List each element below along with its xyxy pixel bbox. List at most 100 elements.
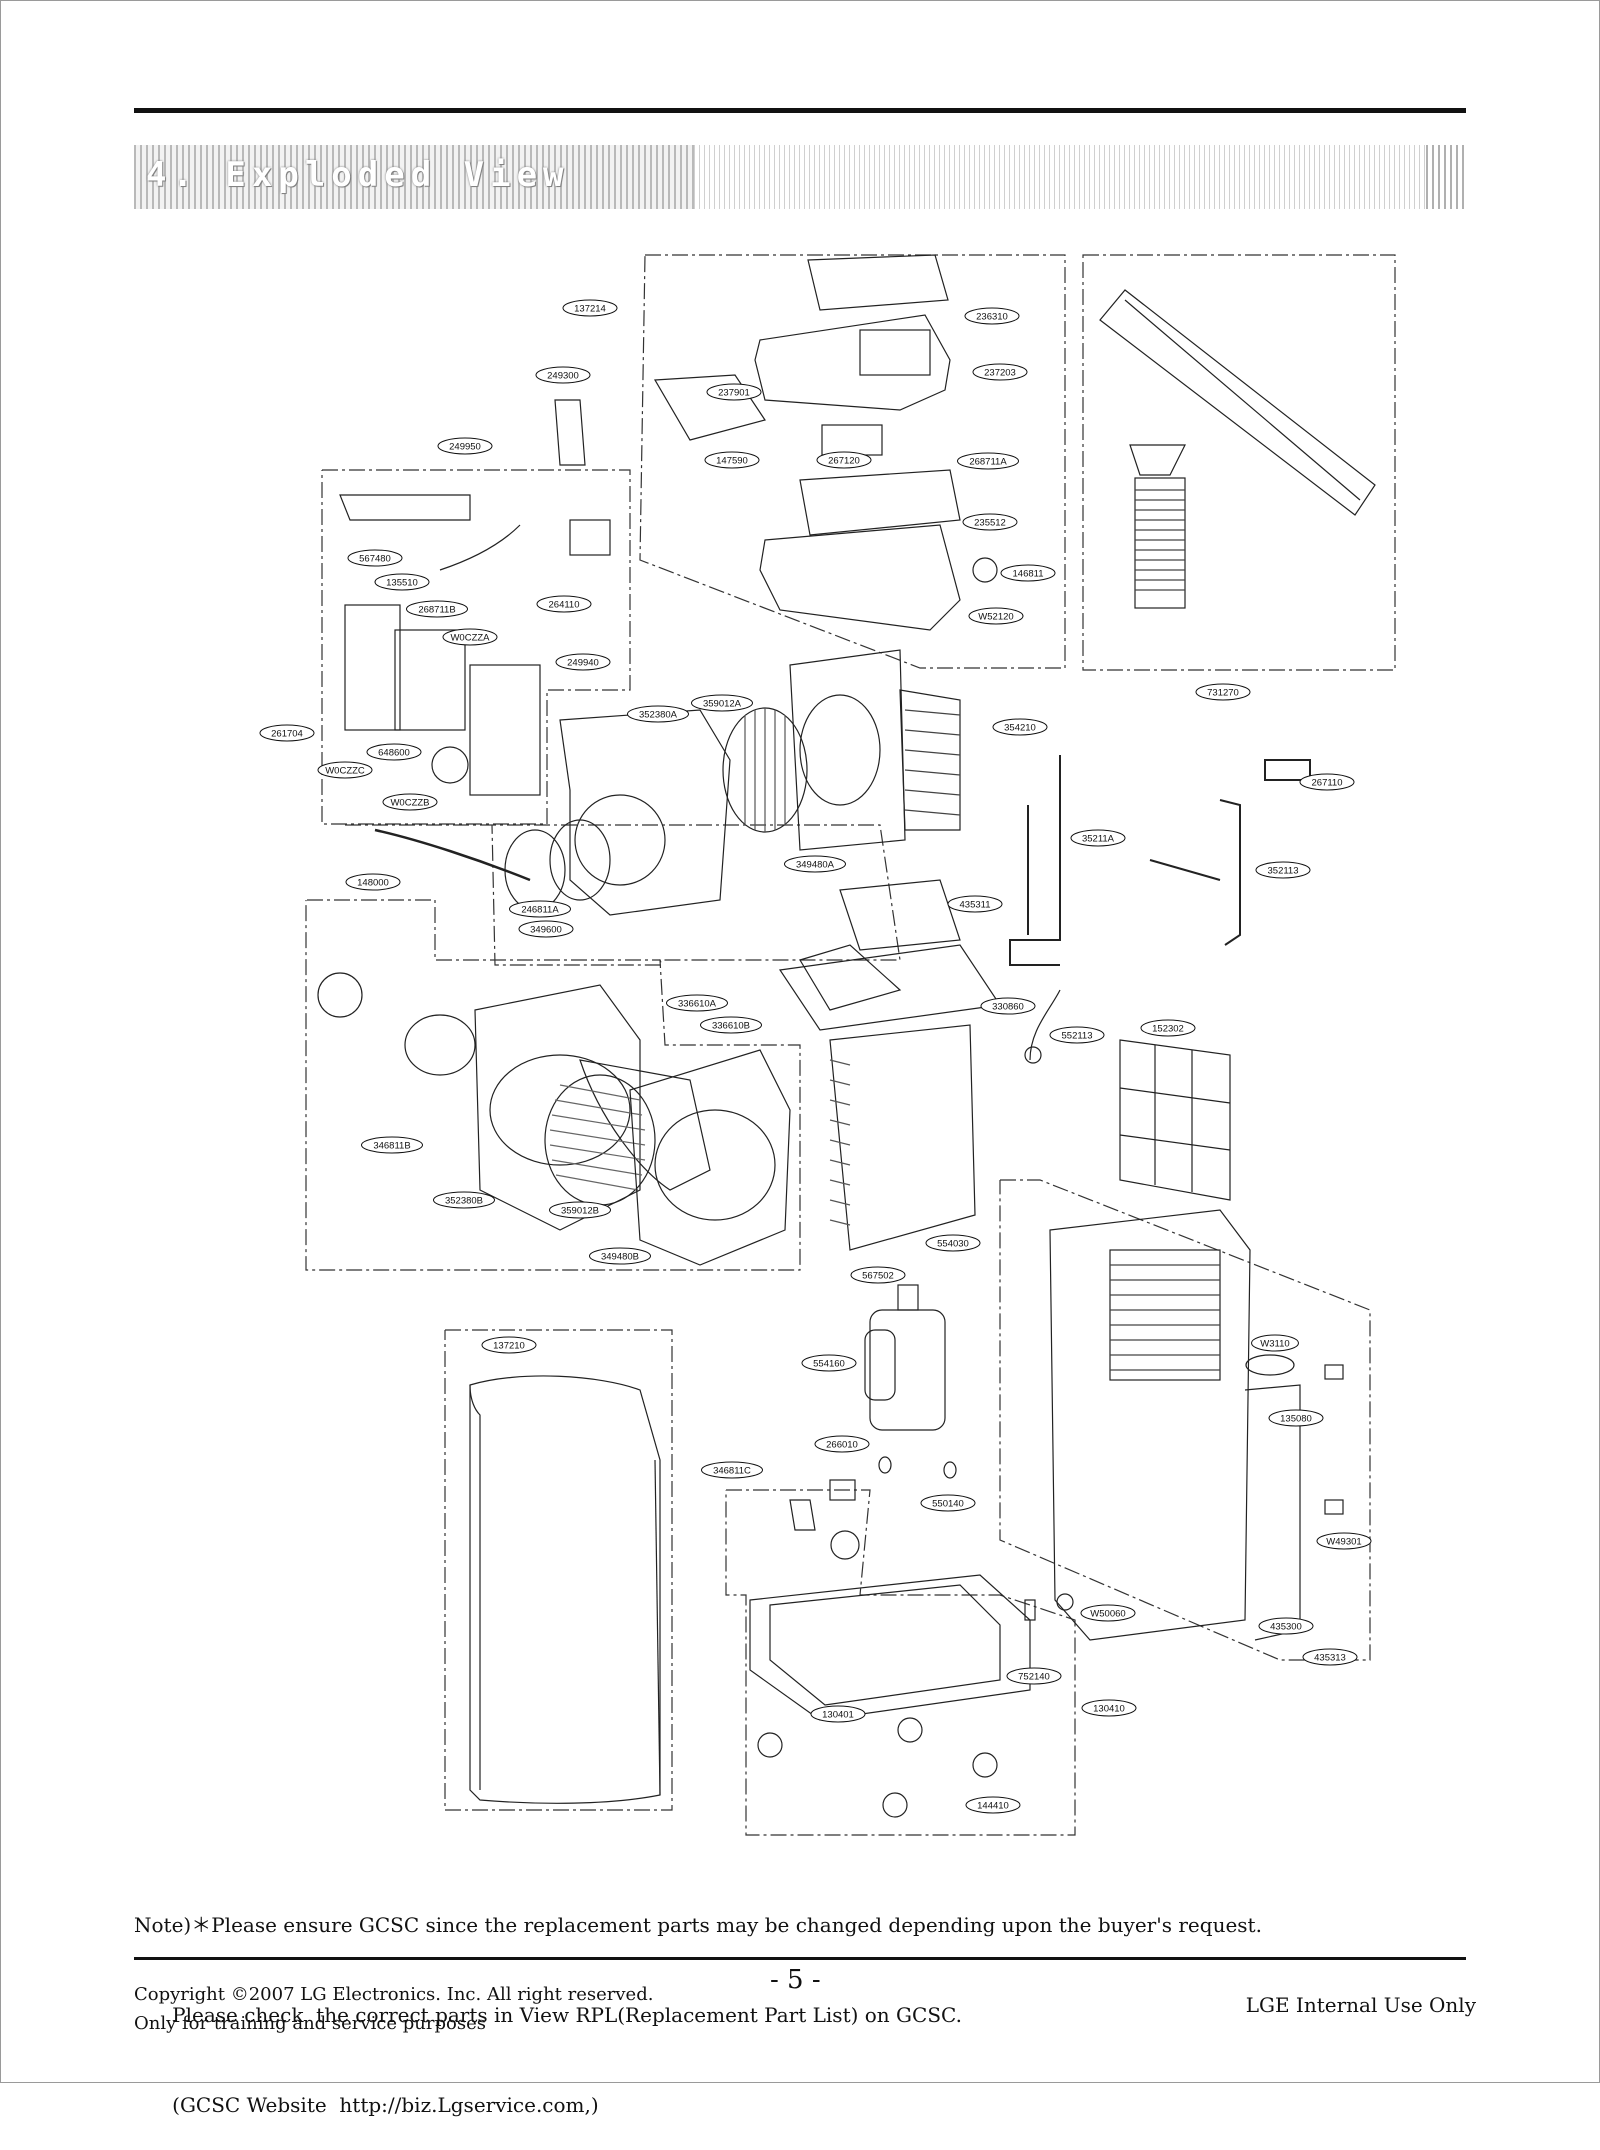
- part-callout-outline: [962, 513, 1018, 531]
- part-number-label: 246811A: [521, 905, 559, 916]
- part-number-label: 146811: [1013, 569, 1044, 580]
- part-callout-outline: [850, 1266, 906, 1284]
- part-callout-outline: [1258, 1617, 1314, 1635]
- part-callout-outline: [972, 363, 1028, 381]
- part-number-label: 152302: [1152, 1024, 1184, 1035]
- note-line-3: (GCSC Website http://biz.Lgservice.com,): [134, 2093, 599, 2117]
- electrical-parts: [339, 494, 611, 796]
- part-number-label: 346811B: [373, 1141, 410, 1152]
- part-number-label: 135080: [1280, 1414, 1312, 1425]
- part-number-label: 352380B: [445, 1196, 483, 1207]
- window-kit: [1099, 289, 1376, 609]
- part-number-label: 567502: [862, 1271, 894, 1282]
- part-callout-outline: [816, 451, 872, 469]
- part-number-label: W3110: [1260, 1339, 1289, 1350]
- copyright-line-1: Copyright ©2007 LG Electronics. Inc. All…: [134, 1984, 654, 2005]
- part-number-label: 135510: [386, 578, 418, 589]
- part-labels: 1372142363102372032379012493002499501475…: [259, 299, 1372, 1814]
- part-callout-outline: [518, 920, 574, 938]
- part-number-label: 349600: [530, 925, 562, 936]
- part-number-label: 267120: [828, 456, 860, 467]
- exploded-view-diagram: 1372142363102372032379012493002499501475…: [259, 254, 1396, 1836]
- part-callout-outline: [704, 451, 760, 469]
- part-callout-outline: [1006, 1667, 1062, 1685]
- part-number-label: 648600: [378, 748, 410, 759]
- part-number-label: 237901: [718, 388, 750, 399]
- part-callout-outline: [810, 1705, 866, 1723]
- part-number-label: 249940: [567, 658, 599, 669]
- control-panel-parts: [653, 254, 998, 631]
- part-callout-outline: [691, 694, 753, 712]
- part-callout-outline: [361, 1136, 423, 1154]
- part-number-label: 264110: [549, 600, 580, 611]
- pipes: [1009, 755, 1311, 966]
- part-callout-outline: [801, 1354, 857, 1372]
- part-callout-outline: [1070, 829, 1126, 847]
- section-title: 4. Exploded View: [146, 155, 570, 195]
- part-callout-outline: [980, 997, 1036, 1015]
- note-line-2: Please check the correct parts in View R…: [134, 2003, 962, 2027]
- part-callout-outline: [784, 855, 846, 873]
- diagram-outlines: [305, 254, 1396, 1836]
- part-number-label: 235512: [974, 518, 1006, 529]
- part-callout-outline: [481, 1336, 537, 1354]
- top-rule: [134, 108, 1466, 113]
- part-callout-outline: [259, 724, 315, 742]
- part-number-label: W50060: [1090, 1609, 1125, 1620]
- part-callout-outline: [920, 1494, 976, 1512]
- part-callout-outline: [701, 1461, 763, 1479]
- part-callout-outline: [1195, 683, 1251, 701]
- part-number-label: 352113: [1268, 866, 1299, 877]
- small-parts: [554, 399, 1344, 1560]
- part-number-label: W52120: [978, 612, 1013, 623]
- part-number-label: 359012A: [703, 699, 742, 710]
- part-callout-outline: [925, 1234, 981, 1252]
- section-header-band: 4. Exploded View: [134, 145, 1466, 209]
- part-number-label: 261704: [271, 729, 303, 740]
- part-number-label: 336610A: [678, 999, 717, 1010]
- front-panel: [469, 1375, 661, 1804]
- part-number-label: 554160: [813, 1359, 845, 1370]
- part-callout-outline: [965, 1796, 1021, 1814]
- note-line-1: Note)＊Please ensure GCSC since the repla…: [134, 1913, 1262, 1937]
- part-callout-outline: [433, 1191, 495, 1209]
- internal-use-label: LGE Internal Use Only: [1245, 1993, 1476, 2017]
- part-number-label: 267110: [1312, 778, 1343, 789]
- part-number-label: 731270: [1207, 688, 1239, 699]
- upper-blower-parts: [374, 649, 961, 916]
- part-number-label: 130410: [1093, 1704, 1125, 1715]
- part-number-label: 554030: [937, 1239, 969, 1250]
- part-callout-outline: [1316, 1532, 1372, 1550]
- copyright-line-2: Only for training and service purposes: [134, 2013, 486, 2034]
- part-number-label: 435300: [1270, 1622, 1302, 1633]
- part-callout-outline: [968, 607, 1024, 625]
- part-number-label: 268711B: [418, 605, 455, 616]
- part-number-label: 268711A: [969, 457, 1007, 468]
- part-number-label: 249300: [547, 371, 579, 382]
- part-number-label: 349480B: [601, 1252, 639, 1263]
- part-callout-outline: [992, 718, 1048, 736]
- part-number-label: W0CZZC: [325, 766, 365, 777]
- part-number-label: 567480: [359, 554, 391, 565]
- part-number-label: 236310: [976, 312, 1008, 323]
- part-callout-outline: [509, 900, 571, 918]
- part-callout-outline: [1302, 1648, 1358, 1666]
- part-number-label: W0CZZA: [450, 633, 490, 644]
- part-number-label: 752140: [1018, 1672, 1050, 1683]
- part-callout-outline: [627, 705, 689, 723]
- part-number-label: 148000: [357, 878, 389, 889]
- part-number-label: 144410: [977, 1801, 1009, 1812]
- part-callout-outline: [814, 1435, 870, 1453]
- part-callout-outline: [1081, 1699, 1137, 1717]
- part-callout-outline: [589, 1247, 651, 1265]
- part-callout-outline: [1049, 1026, 1105, 1044]
- part-callout-outline: [345, 873, 401, 891]
- part-callout-outline: [1255, 861, 1311, 879]
- part-number-label: 359012B: [561, 1206, 599, 1217]
- compressor-parts: [864, 1284, 957, 1479]
- part-callout-outline: [535, 366, 591, 384]
- part-number-label: 354210: [1004, 723, 1036, 734]
- part-callout-outline: [964, 307, 1020, 325]
- part-callout-outline: [1251, 1334, 1299, 1352]
- part-number-label: W0CZZB: [390, 798, 429, 809]
